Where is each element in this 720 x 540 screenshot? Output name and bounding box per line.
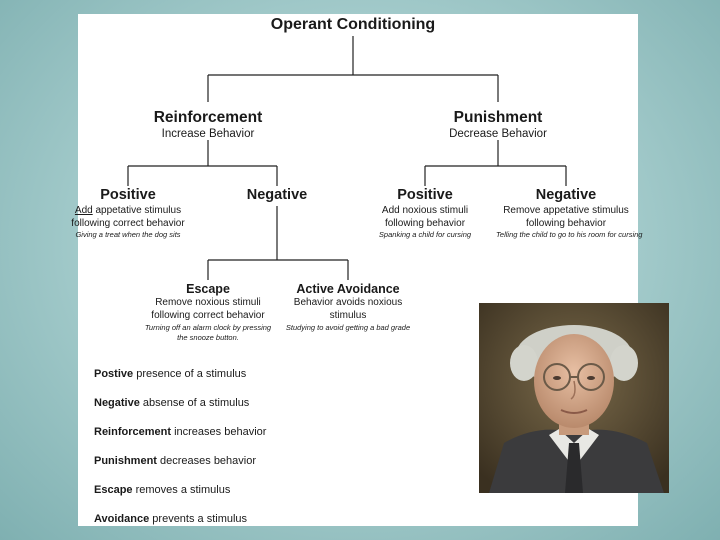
pos-reinforcement-desc2: following correct behavior xyxy=(71,218,185,229)
reinforcement-label: Reinforcement xyxy=(153,109,263,126)
neg-reinforcement-label: Negative xyxy=(246,187,308,203)
escape-desc2: following correct behavior xyxy=(151,310,265,321)
pos-punishment-label: Positive xyxy=(397,187,453,203)
definition-term: Postive xyxy=(94,368,134,380)
escape-label: Escape xyxy=(186,282,230,296)
pos-reinforcement-label: Positive xyxy=(100,187,156,203)
definition-term: Negative xyxy=(94,397,140,409)
definition-term: Reinforcement xyxy=(94,426,172,438)
punishment-desc: Decrease Behavior xyxy=(449,128,547,140)
definition-item: Punishment decreases behavior xyxy=(94,455,256,467)
definition-item: Postive presence of a stimulus xyxy=(94,368,246,380)
definition-term: Avoidance xyxy=(94,513,150,525)
pos-reinforcement-example: Giving a treat when the dog sits xyxy=(75,230,181,239)
pos-reinforcement-desc: Add appetative stimulus xyxy=(68,205,188,217)
avoidance-example: Studying to avoid getting a bad grade xyxy=(285,323,411,332)
definition-item: Negative absense of a stimulus xyxy=(94,397,249,409)
avoidance-desc2: stimulus xyxy=(329,310,367,321)
neg-punishment-label: Negative xyxy=(535,187,597,203)
definition-text: prevents a stimulus xyxy=(149,513,248,525)
avoidance-desc1: Behavior avoids noxious xyxy=(293,297,403,308)
definition-text: absense of a stimulus xyxy=(139,397,250,409)
pos-punishment-example: Spanking a child for cursing xyxy=(378,230,472,239)
definition-text: removes a stimulus xyxy=(132,484,231,496)
definition-item: Escape removes a stimulus xyxy=(94,484,230,496)
escape-example1: Turning off an alarm clock by pressing xyxy=(144,323,272,332)
tree-connectors xyxy=(127,36,567,280)
pos-punishment-desc1: Add noxious stimuli xyxy=(381,205,469,216)
definition-item: Avoidance prevents a stimulus xyxy=(94,513,247,525)
definition-item: Reinforcement increases behavior xyxy=(94,426,266,438)
definition-term: Escape xyxy=(94,484,133,496)
add-underlined: Add xyxy=(74,205,93,216)
diagram-title: Operant Conditioning xyxy=(270,16,436,33)
definition-text: increases behavior xyxy=(171,426,267,438)
neg-punishment-desc1: Remove appetative stimulus xyxy=(503,205,629,216)
avoidance-label: Active Avoidance xyxy=(296,282,400,296)
definition-text: presence of a stimulus xyxy=(133,368,247,380)
pos-punishment-desc2: following behavior xyxy=(384,218,466,229)
escape-desc1: Remove noxious stimuli xyxy=(155,297,261,308)
reinforcement-desc: Increase Behavior xyxy=(161,128,255,140)
neg-punishment-example: Telling the child to go to his room for … xyxy=(496,230,643,239)
definition-text: decreases behavior xyxy=(156,455,257,467)
punishment-label: Punishment xyxy=(453,109,543,126)
escape-example2: the snooze button. xyxy=(177,333,239,342)
pos-reinforcement-desc-rest: appetative stimulus xyxy=(92,205,182,216)
portrait-photo xyxy=(479,303,669,493)
neg-punishment-desc2: following behavior xyxy=(525,218,607,229)
definition-term: Punishment xyxy=(94,455,157,467)
slide: Operant Conditioning Reinforcement Incre… xyxy=(71,14,669,526)
